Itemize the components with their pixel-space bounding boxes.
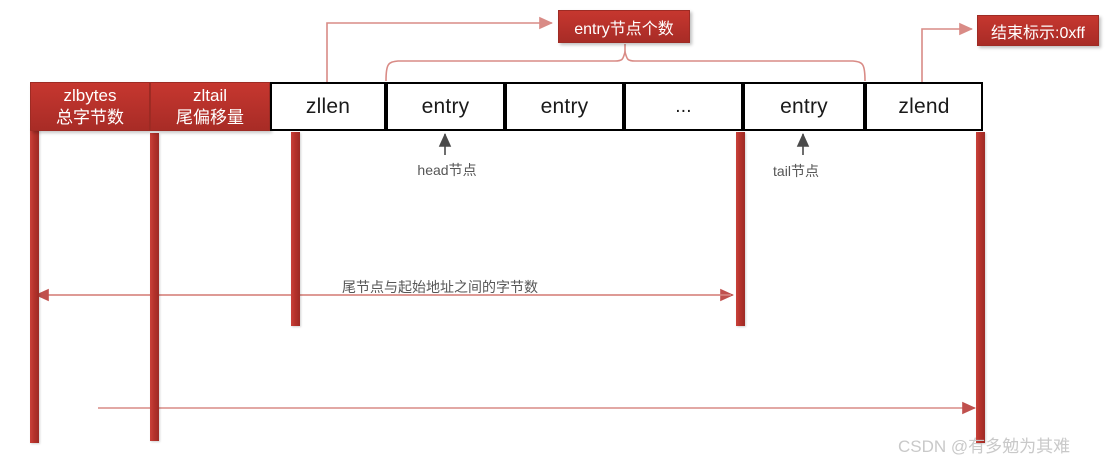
field-entry-tail: entry <box>743 82 865 131</box>
annotation-head-node: head节点 <box>417 162 477 178</box>
field-zlbytes-name: zlbytes <box>63 86 117 106</box>
zllen-callout-connector <box>326 16 553 82</box>
zlend-callout-connector <box>921 22 973 82</box>
annotation-tail-node: tail节点 <box>773 163 819 179</box>
guide-bar-start <box>30 128 39 443</box>
field-entry-2: entry <box>505 82 624 131</box>
entries-curly-brace <box>385 44 866 82</box>
field-zlend: zlend <box>865 82 983 131</box>
guide-bar-zlend <box>976 132 985 443</box>
callout-entry-count: entry节点个数 <box>558 10 690 43</box>
field-zltail-desc: 尾偏移量 <box>176 107 244 127</box>
field-entry-1: entry <box>386 82 505 131</box>
field-zltail: zltail 尾偏移量 <box>150 82 270 131</box>
callout-end-marker: 结束标示:0xff <box>977 15 1099 46</box>
guide-bar-zltail <box>150 133 159 441</box>
guide-bar-zllen <box>291 132 300 326</box>
field-entry-gap: ... <box>624 82 743 131</box>
field-zllen: zllen <box>270 82 386 131</box>
field-zltail-name: zltail <box>192 86 227 106</box>
guide-bar-tail-entry <box>736 132 745 326</box>
field-zlbytes: zlbytes 总字节数 <box>30 82 150 131</box>
field-zlbytes-desc: 总字节数 <box>56 107 124 127</box>
annotation-tail-offset: 尾节点与起始地址之间的字节数 <box>342 279 538 295</box>
csdn-watermark: CSDN @有多勉为其难 <box>898 437 1071 456</box>
